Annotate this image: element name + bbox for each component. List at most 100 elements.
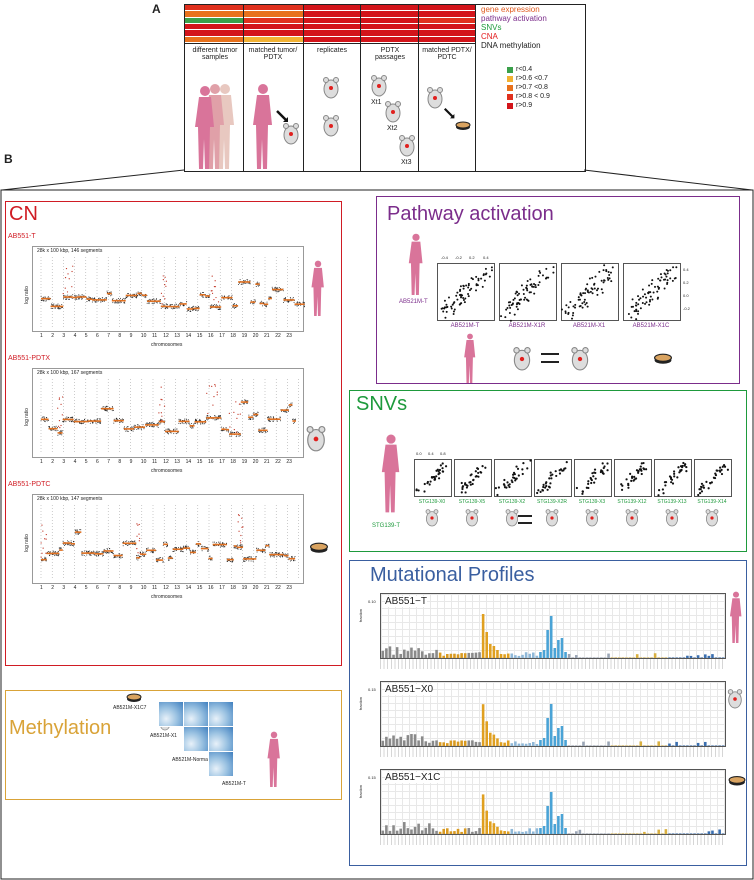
mutation-bar [456,654,460,658]
cn-probe-point [278,552,280,554]
cn-probe-point [132,297,134,299]
mutation-bar [678,745,682,746]
cn-probe-point [57,434,59,436]
cn-probe-point [120,301,122,303]
cn-probe-point [284,553,286,555]
scatter-point [467,295,470,298]
cn-probe-point [68,541,70,543]
scatter-point [702,486,706,489]
scatter-point [659,279,662,282]
scatter-point [538,281,541,284]
cn-probe-point [114,556,116,558]
scatter-point [581,492,584,495]
scatter-point [603,465,606,468]
cn-probe-point [224,546,226,548]
mutation-bar [449,653,453,658]
pathway-scatter [623,263,681,321]
cn-probe-point [90,554,92,556]
mutation-bar [689,745,693,746]
cn-probe-point [161,557,163,559]
chromosome-tick-label: 2 [51,333,54,339]
snv-scatter-label: STG139-X2R [536,499,567,505]
cn-probe-point [111,299,113,301]
cn-probe-point [255,556,257,558]
cn-probe-point [102,406,104,408]
scatter-point [666,279,669,282]
cn-probe-point [96,555,98,557]
cn-outlier-point [137,524,139,526]
scatter-point [620,483,623,486]
cn-probe-point [89,296,91,298]
cn-outlier-point [215,296,217,299]
scatter-point [718,469,721,472]
cn-probe-point [155,298,157,300]
cn-probe-point [81,553,83,555]
mutation-bar [686,745,689,746]
cn-probe-point [218,545,220,547]
cn-probe-point [65,295,67,297]
scatter-point [635,469,639,472]
cn-probe-point [157,426,159,428]
cn-probe-point [127,296,129,298]
mutation-bar [628,657,632,658]
cn-probe-point [233,307,235,309]
mutation-bar [646,745,650,746]
cn-outlier-point [136,523,138,525]
scatter-point [518,292,521,295]
cn-probe-point [215,304,217,306]
cn-probe-point [142,424,144,426]
cn-probe-point [275,552,277,554]
scatter-point [602,472,605,475]
cn-probe-point [54,551,56,553]
mutation-bar [696,742,700,746]
cn-probe-point [193,423,195,425]
scatter-point [698,488,701,491]
cn-probe-point [65,421,67,423]
mutation-bar [711,830,714,834]
cn-probe-point [81,298,83,300]
cn-probe-point [50,429,52,431]
cn-probe-point [290,406,292,408]
snv-scatter [414,459,452,497]
cn-probe-point [147,423,149,425]
cn-probe-point [214,545,216,547]
cn-probe-point [148,302,150,304]
mutation-bar [585,833,589,834]
scatter-point [661,488,664,491]
mutation-bar [420,651,424,658]
cn-probe-point [78,294,80,296]
cn-probe-point [282,552,284,554]
cn-probe-point [203,545,205,547]
mutation-bar [671,833,675,834]
mutation-bar [553,736,557,746]
scatter-point [700,490,704,493]
cn-probe-point [103,552,105,554]
snv-scatter-label: STG139-X3 [578,499,606,505]
scatter-point [597,287,600,290]
cn-plot-header: 28k x 100 kbp, 167 segments [37,370,103,376]
cn-probe-point [172,551,174,553]
mutation-bar [453,653,456,658]
cn-probe-point [105,552,107,554]
cn-probe-point [235,436,237,438]
cn-outlier-point [41,552,43,554]
cn-probe-point [243,403,245,405]
mutation-bar [721,833,725,834]
cn-probe-point [180,301,182,303]
scatter-point [477,277,480,280]
cn-probe-point [249,556,251,558]
scatter-point [606,462,609,465]
cn-probe-point [67,416,69,418]
scatter-point [649,295,652,298]
mutation-bar [603,745,607,746]
cn-probe-point [236,545,238,547]
cn-outlier-point [238,403,241,405]
cn-probe-point [257,284,259,286]
cn-probe-point [230,299,232,301]
mutation-bar [689,655,693,658]
cn-probe-point [57,307,59,309]
scatter-point [469,483,472,486]
cn-outlier-point [139,537,141,540]
mutation-bar [557,816,560,834]
